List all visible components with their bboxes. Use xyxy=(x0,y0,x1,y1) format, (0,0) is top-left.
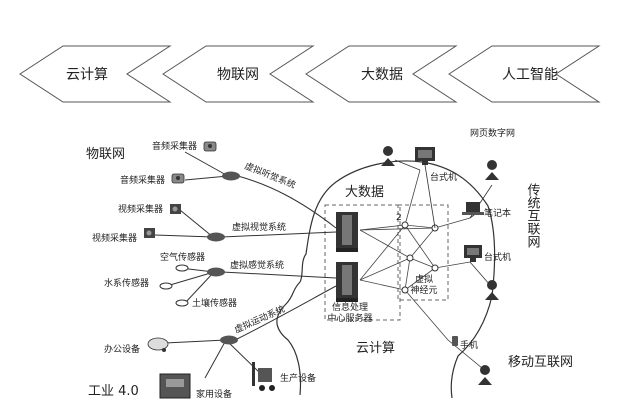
device-label-video1: 视频采集器 xyxy=(118,203,163,215)
device-label-laptop: 笔记本 xyxy=(484,207,511,219)
device-label-audio1: 音频采集器 xyxy=(152,140,197,152)
monitor-icon xyxy=(464,245,482,262)
camera-icon xyxy=(144,228,155,238)
banner-diamond-cloud xyxy=(19,45,172,103)
server-lower-icon xyxy=(336,262,358,302)
channel-label-vision: 虚拟视觉系统 xyxy=(232,221,286,233)
person-icon xyxy=(485,160,499,180)
neuron-node xyxy=(401,221,409,229)
server-label-line2: 中心服务器 xyxy=(327,312,372,324)
banner-diamond-iot xyxy=(162,45,315,103)
device-label-desktop1: 台式机 xyxy=(430,171,457,183)
sensor-icon xyxy=(175,264,189,272)
device-label-production: 生产设备 xyxy=(280,372,316,384)
hub-motion xyxy=(220,335,238,345)
device-label-office: 办公设备 xyxy=(104,343,140,355)
person-icon xyxy=(485,280,499,300)
region-label-cloud: 云计算 xyxy=(356,341,395,356)
device-label-desktop2: 台式机 xyxy=(484,251,511,263)
channel-label-motion: 虚拟运动系统 xyxy=(232,303,286,336)
region-label-traditional-internet: 传统互联网 xyxy=(525,183,541,248)
region-label-bigdata: 大数据 xyxy=(345,185,384,200)
phone-icon xyxy=(452,336,458,346)
neuron-label-line1: 虚拟 xyxy=(415,273,433,285)
device-label-phone: 手机 xyxy=(460,339,478,351)
office-device-icon xyxy=(147,337,169,352)
device-label-water-sensor: 水系传感器 xyxy=(104,277,149,289)
concept-banner: 云计算 物联网 大数据 人工智能 xyxy=(19,45,601,103)
person-icon xyxy=(381,146,395,166)
channel-label-hearing: 虚拟听觉系统 xyxy=(243,160,298,191)
region-label-industry: 工业 4.0 xyxy=(88,384,139,399)
banner-label-iot: 物联网 xyxy=(217,67,259,83)
sensor-icon xyxy=(159,282,173,290)
microphone-icon xyxy=(203,141,217,152)
home-device-icon xyxy=(159,373,191,399)
server-upper-icon xyxy=(336,212,358,252)
camera-icon xyxy=(170,204,181,214)
head-outline xyxy=(276,160,496,399)
neuron-node xyxy=(401,286,409,294)
hub-vision xyxy=(207,232,225,242)
forklift-icon xyxy=(252,362,275,391)
microphone-icon xyxy=(171,173,185,184)
banner-label-bigdata: 大数据 xyxy=(361,67,403,83)
laptop-icon xyxy=(462,202,484,215)
device-label-air-sensor: 空气传感器 xyxy=(160,251,205,263)
neuron-box xyxy=(397,204,449,301)
region-label-webpage: 网页数字网 xyxy=(470,127,515,139)
banner-diamond-ai xyxy=(448,45,601,103)
neuron-network xyxy=(359,169,471,341)
neuron-node xyxy=(406,254,414,262)
neuron-label-line2: 神经元 xyxy=(410,284,437,296)
monitor-icon xyxy=(415,147,435,165)
banner-diamond-bigdata xyxy=(305,45,458,103)
device-label-video2: 视频采集器 xyxy=(92,232,137,244)
channel-label-sensing: 虚拟感觉系统 xyxy=(230,259,284,271)
device-label-audio2: 音频采集器 xyxy=(120,174,165,186)
hub-sensing xyxy=(207,267,225,277)
sensor-icon xyxy=(175,299,189,307)
neuron-number: 2 xyxy=(396,213,402,223)
bigdata-box xyxy=(324,204,401,321)
region-label-iot: 物联网 xyxy=(86,147,125,162)
device-label-home: 家用设备 xyxy=(196,388,232,400)
device-label-soil-sensor: 土壤传感器 xyxy=(192,297,237,309)
neuron-node xyxy=(431,264,439,272)
hub-hearing xyxy=(222,171,240,181)
banner-label-ai: 人工智能 xyxy=(502,67,558,83)
person-icon xyxy=(478,365,492,385)
banner-label-cloud: 云计算 xyxy=(66,67,108,83)
region-label-mobile-internet: 移动互联网 xyxy=(508,355,573,370)
server-label-line1: 信息处理 xyxy=(332,301,368,313)
